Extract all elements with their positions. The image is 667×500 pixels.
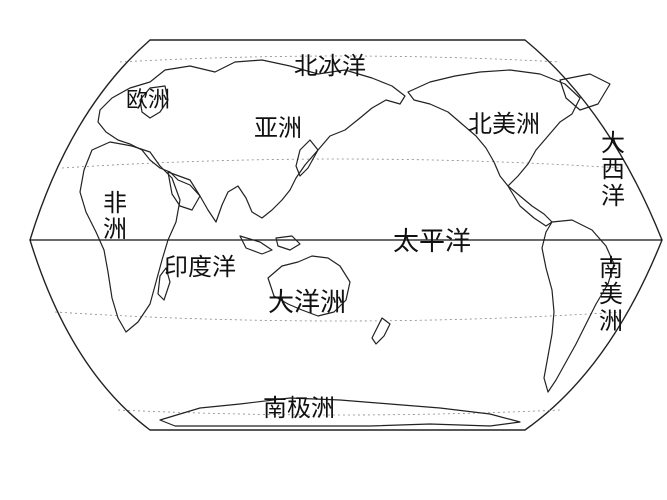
latitude-lines bbox=[54, 55, 623, 416]
indonesia-outline bbox=[239, 235, 301, 255]
label-south-america: 南 美 洲 bbox=[599, 254, 623, 335]
japan-outline bbox=[295, 139, 319, 177]
greenland-outline bbox=[559, 73, 611, 111]
eurasia-outline bbox=[97, 59, 406, 223]
australia-outline bbox=[267, 255, 351, 317]
label-antarctica: 南极洲 bbox=[263, 394, 335, 422]
south-america-outline bbox=[541, 219, 615, 393]
new-zealand-outline bbox=[371, 317, 391, 345]
label-pacific-ocean: 太平洋 bbox=[393, 227, 472, 257]
scandinavia-outline bbox=[139, 85, 169, 119]
label-arctic-ocean: 北冰洋 bbox=[294, 52, 366, 80]
antarctica-outline bbox=[159, 397, 521, 427]
label-europe: 欧洲 bbox=[126, 88, 171, 113]
map-frame bbox=[29, 39, 663, 431]
label-oceania: 大洋洲 bbox=[268, 288, 347, 318]
label-indian-ocean: 印度洋 bbox=[164, 253, 236, 281]
north-america-outline bbox=[407, 69, 581, 187]
label-atlantic-ocean: 大 西 洋 bbox=[601, 129, 625, 210]
africa-outline bbox=[79, 141, 181, 333]
label-africa: 非 洲 bbox=[103, 189, 127, 244]
label-north-america: 北美洲 bbox=[468, 110, 540, 138]
madagascar-outline bbox=[157, 267, 171, 301]
label-asia: 亚洲 bbox=[254, 114, 302, 142]
arabia-outline bbox=[167, 171, 201, 211]
